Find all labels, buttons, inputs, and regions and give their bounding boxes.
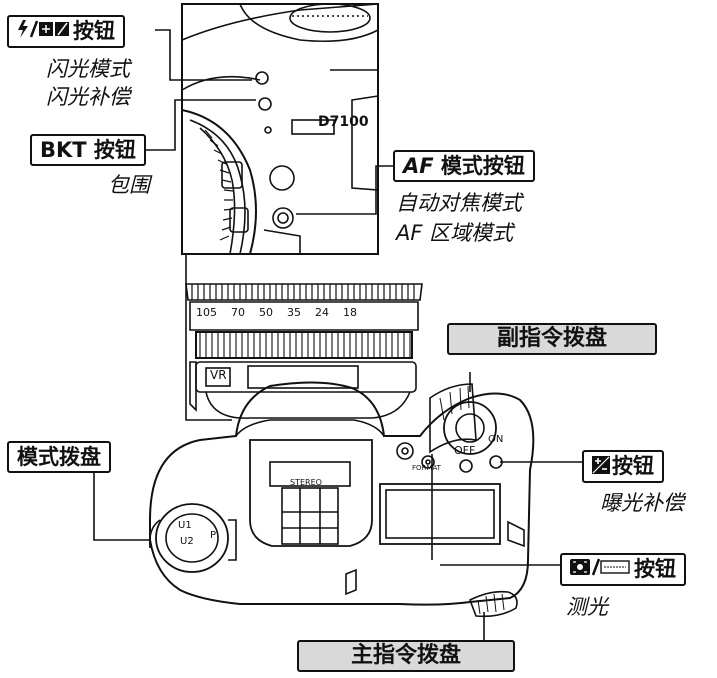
- exposure-comp-desc: 曝光补偿: [600, 491, 684, 515]
- mode-dial-callout: 模式拨盘: [7, 441, 111, 473]
- af-area-mode-desc: AF 区域模式: [396, 221, 514, 245]
- focal-18: 18: [343, 306, 357, 319]
- flash-comp-desc: 闪光补偿: [46, 85, 130, 109]
- exposure-compensation-icon: [592, 453, 610, 481]
- stereo-label: STEREO: [290, 478, 322, 487]
- flash-button-callout: 按钮: [7, 15, 125, 48]
- metering-desc: 测光: [566, 595, 608, 619]
- af-mode-button-label: 模式按钮: [440, 154, 525, 178]
- mode-dial-mark-u1: U1: [178, 520, 192, 531]
- metering-button-callout: 按钮: [560, 553, 686, 586]
- sub-command-dial-label: 副指令拨盘: [496, 326, 607, 351]
- focal-105: 105: [196, 306, 217, 319]
- af-prefix-label: AF: [403, 154, 434, 178]
- flash-mode-desc: 闪光模式: [46, 57, 130, 81]
- focal-50: 50: [259, 306, 273, 319]
- focal-70: 70: [231, 306, 245, 319]
- focal-24: 24: [315, 306, 329, 319]
- focal-35: 35: [287, 306, 301, 319]
- mode-dial-mark-u2: U2: [180, 536, 194, 547]
- flash-button-mark: [255, 71, 269, 85]
- vr-label: VR: [210, 368, 227, 382]
- exposure-comp-button-label: 按钮: [612, 454, 654, 478]
- focal-length-scale: 105 70 50 35 24 18: [196, 306, 357, 319]
- bracketing-desc: 包围: [108, 173, 150, 197]
- metering-button-label: 按钮: [634, 557, 676, 581]
- mode-dial-mark-p: P: [210, 530, 217, 541]
- flash-button-label: 按钮: [73, 19, 115, 43]
- bkt-button-label: BKT 按钮: [40, 138, 136, 162]
- metering-format-icon: [570, 556, 632, 584]
- camera-model-label: D7100: [318, 114, 369, 130]
- exposure-front-mark: [258, 97, 272, 111]
- exposure-comp-button-callout: 按钮: [582, 450, 664, 483]
- main-command-dial-callout: 主指令拨盘: [297, 640, 515, 672]
- flash-lightning-icon: [17, 18, 71, 46]
- af-mode-button-callout: AF 模式按钮: [393, 150, 535, 182]
- power-on-label: ON: [488, 434, 504, 445]
- bkt-button-callout: BKT 按钮: [30, 134, 146, 166]
- mode-dial-label: 模式拨盘: [17, 445, 101, 469]
- sub-command-dial-callout: 副指令拨盘: [447, 323, 657, 355]
- main-command-dial-label: 主指令拨盘: [350, 643, 461, 668]
- autofocus-mode-desc: 自动对焦模式: [396, 191, 522, 215]
- format-label: FORMAT: [412, 464, 441, 472]
- power-off-label: OFF: [454, 444, 476, 457]
- leader-lines: [93, 29, 582, 640]
